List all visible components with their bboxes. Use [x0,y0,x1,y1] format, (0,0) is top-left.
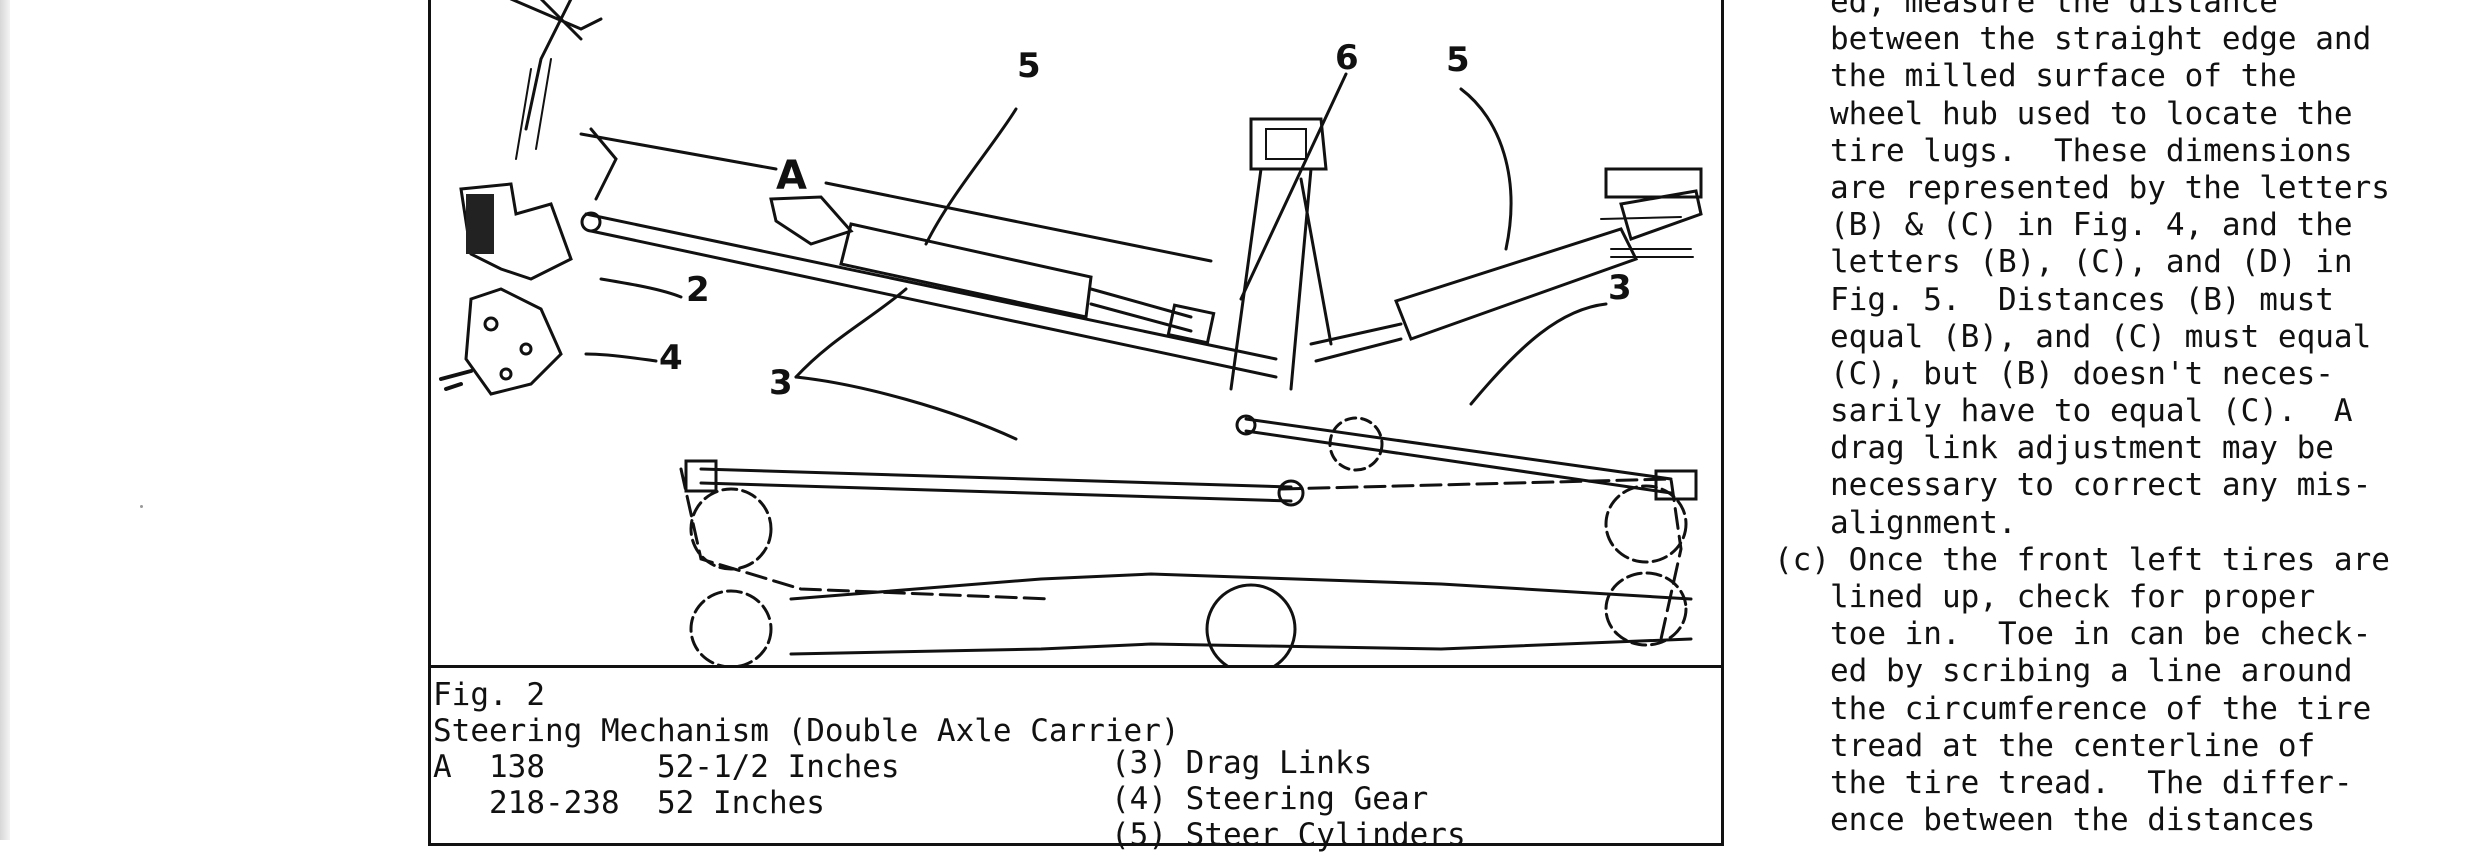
legend-item-drag-links: (3) Drag Links [1111,745,1373,781]
dimension-row-b: 218-238 52 Inches [433,785,825,821]
instruction-text-column: ed, measure the distance between the str… [1774,0,2474,839]
text-line: ence between the distances [1774,802,2316,839]
callout-6: 6 [1335,38,1359,78]
callout-4: 4 [659,338,683,378]
steering-mechanism-drawing: 5 6 5 A 2 4 3 3 [439,0,1703,665]
figure-2-frame: 5 6 5 A 2 4 3 3 Fig. 2 Steering Mechanis… [428,0,1724,853]
text-line: the circumference of the tire [1774,690,2372,727]
text-line: the milled surface of the [1774,58,2297,95]
text-line: tread at the centerline of [1774,727,2316,764]
dimension-row-a: A 138 52-1/2 Inches [433,749,900,785]
scan-speck [140,505,143,508]
callout-a: A [776,153,807,199]
text-line: toe in. Toe in can be check- [1774,616,2372,653]
legend-item-steering-gear: (4) Steering Gear [1111,781,1429,817]
figure-caption-divider [431,665,1721,668]
callout-2: 2 [686,270,710,310]
text-line: alignment. [1774,504,2017,541]
callout-5-left: 5 [1017,46,1041,86]
text-line: ed, measure the distance [1774,0,2278,20]
text-line: (C), but (B) doesn't neces- [1774,355,2334,392]
legend-item-steer-cylinders: (5) Steer Cylinders [1111,817,1466,853]
text-line: Fig. 5. Distances (B) must [1774,281,2334,318]
text-line: lined up, check for proper [1774,579,2316,615]
text-line: the tire tread. The differ- [1774,764,2353,801]
text-line-item-c: (c) Once the front left tires are [1774,541,2390,578]
figure-number: Fig. 2 [433,677,545,713]
text-line: necessary to correct any mis- [1774,467,2372,504]
text-line: wheel hub used to locate the [1774,95,2353,132]
callout-3-left: 3 [769,363,793,403]
page-margin-shadow [0,0,10,840]
text-line: equal (B), and (C) must equal [1774,318,2372,355]
text-line: between the straight edge and [1774,21,2372,58]
text-line: letters (B), (C), and (D) in [1774,244,2353,281]
figure-caption: Fig. 2 Steering Mechanism (Double Axle C… [431,671,1721,853]
callout-5-right: 5 [1446,40,1470,80]
text-line: are represented by the letters [1774,169,2390,206]
figure-title: Steering Mechanism (Double Axle Carrier) [433,713,1180,749]
callout-3-right: 3 [1608,268,1632,308]
text-line: sarily have to equal (C). A [1774,393,2353,430]
text-line: tire lugs. These dimensions [1774,132,2353,169]
text-line: drag link adjustment may be [1774,430,2334,467]
text-line: ed by scribing a line around [1774,653,2353,690]
text-line: (B) & (C) in Fig. 4, and the [1774,207,2353,244]
